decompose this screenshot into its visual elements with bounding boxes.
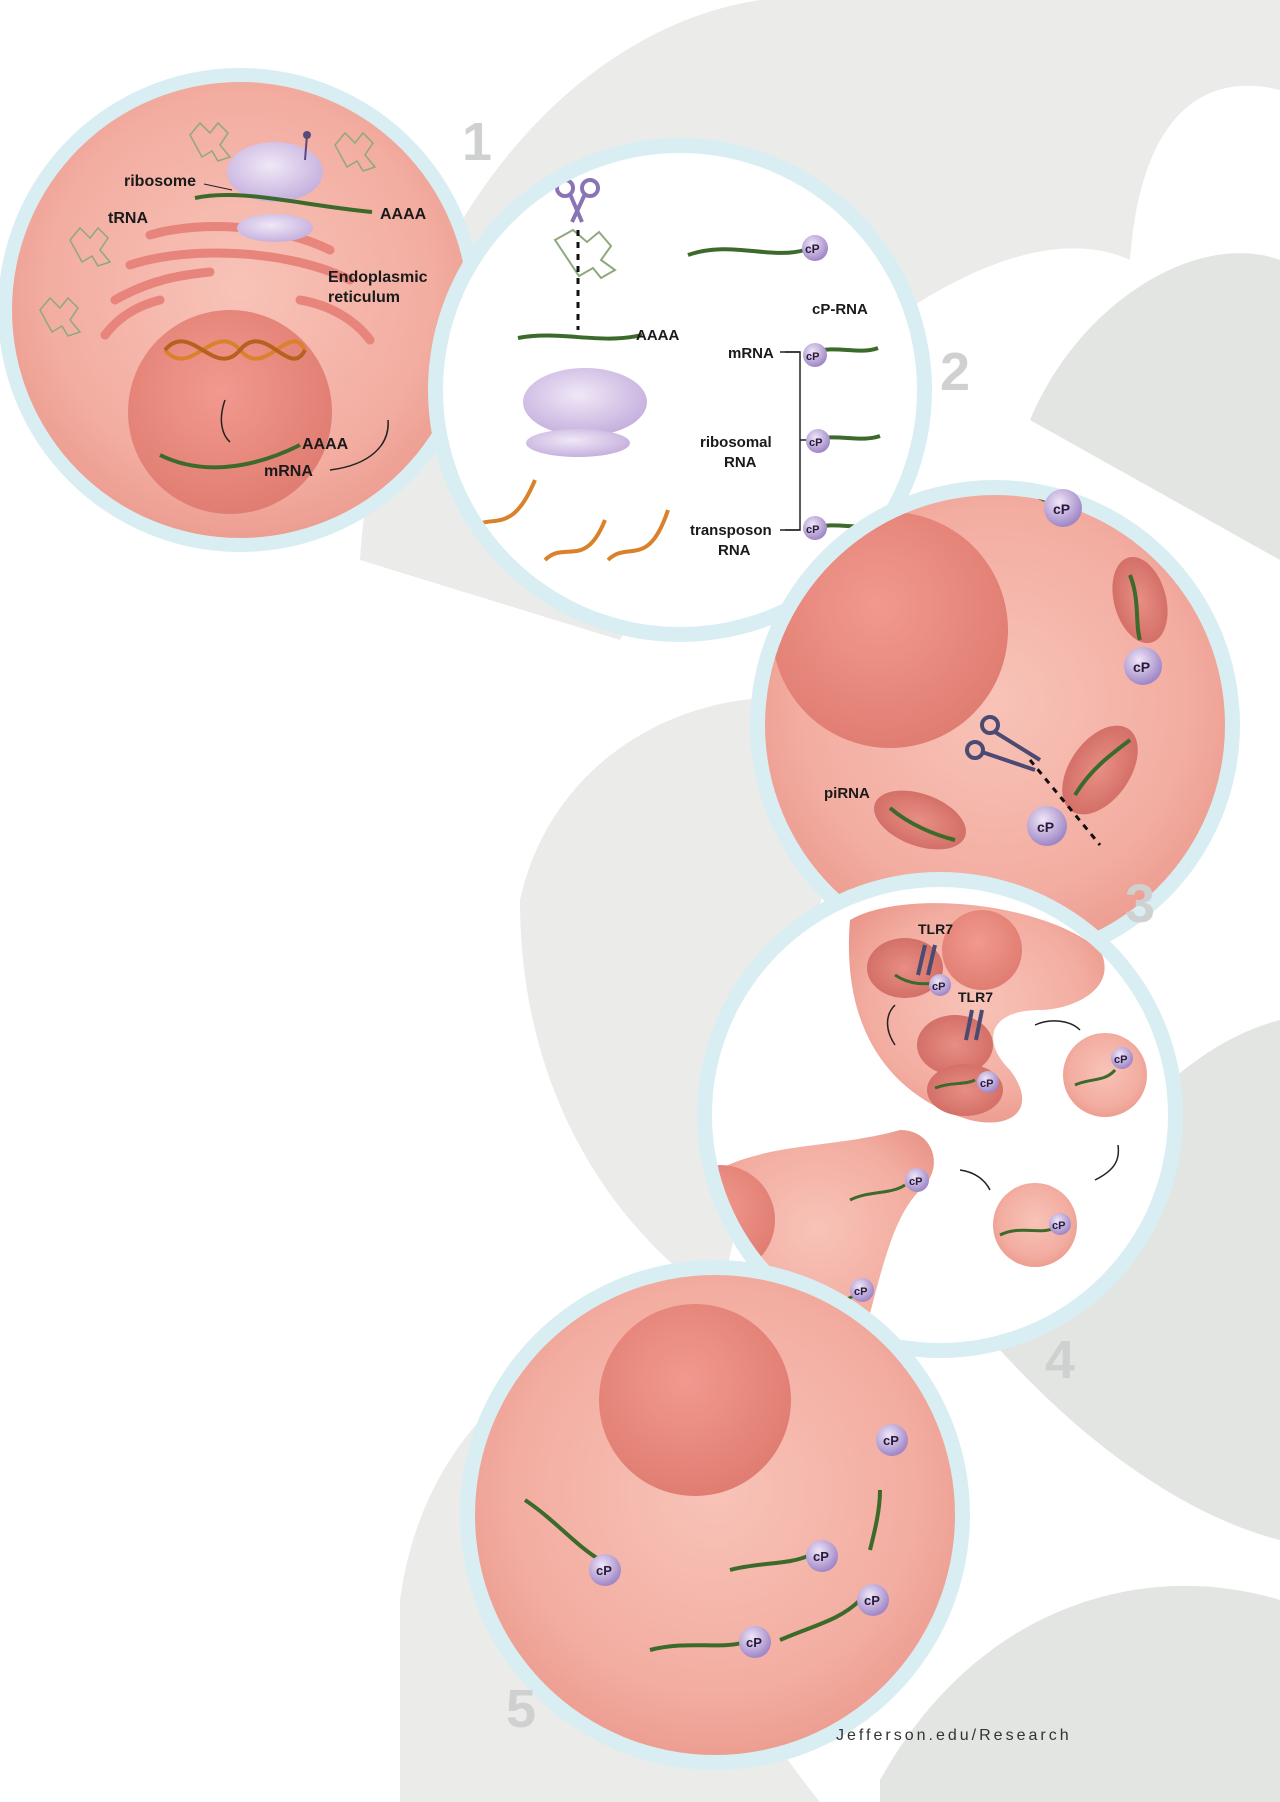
label-ribosome: ribosome [124, 173, 196, 190]
svg-text:cP: cP [806, 351, 819, 363]
footer-url: Jefferson.edu/Research [836, 1727, 1072, 1744]
rna-strand [517, 333, 643, 341]
nucleus [942, 910, 1022, 990]
svg-text:cP: cP [596, 1563, 612, 1578]
rna-strand [1073, 738, 1132, 797]
svg-text:cP: cP [883, 1433, 899, 1448]
label-aaaa-top: AAAA [380, 206, 427, 223]
svg-text:cP: cP [909, 1176, 922, 1188]
cp-badge: cP [977, 1071, 999, 1093]
cp-badge: cP [806, 429, 830, 453]
svg-text:cP: cP [806, 524, 819, 536]
arrow-icon [220, 399, 231, 443]
panel-number-1: 1 [462, 112, 492, 172]
cp-badge: cP [803, 516, 827, 540]
label-trna: tRNA [108, 210, 148, 227]
cp-badge: cP [1124, 647, 1162, 685]
ribosome-small-subunit [526, 429, 630, 457]
rna-strands [523, 1489, 882, 1652]
trna-icon [553, 228, 617, 280]
label-transposon-line1: transposon [690, 522, 772, 539]
cp-badge: cP [1111, 1047, 1133, 1069]
ribosome-icon [523, 368, 647, 436]
label-pirna: piRNA [824, 785, 870, 802]
svg-text:cP: cP [1053, 501, 1070, 517]
panel-4-tlr7-signaling: cP cP cP cP cP cP TLR7 TLR7 4 [697, 872, 1183, 1390]
cp-badge: cP [739, 1626, 771, 1658]
svg-text:cP: cP [1133, 659, 1150, 675]
nucleus [772, 512, 1008, 748]
label-er-line2: reticulum [328, 289, 400, 306]
rna-strand [888, 806, 956, 842]
rna-strand [1128, 574, 1142, 641]
svg-text:cP: cP [1052, 1220, 1065, 1232]
label-mrna: mRNA [728, 345, 774, 362]
label-cp-rna: cP-RNA [812, 301, 868, 318]
svg-text:cP: cP [854, 1286, 867, 1298]
cp-badge: cP [876, 1424, 908, 1456]
tlr7-receptor-icon [916, 944, 984, 1041]
scissors-icon [965, 715, 1042, 772]
arrow-icon [1034, 1020, 1081, 1031]
vesicle [1063, 1033, 1147, 1117]
panel-number-4: 4 [1045, 1330, 1075, 1390]
ribosome-icon [227, 131, 323, 242]
svg-text:cP: cP [864, 1593, 880, 1608]
label-ribosomal-line2: RNA [724, 454, 757, 471]
label-transposon-line2: RNA [718, 542, 751, 559]
cp-badge: cP [850, 1278, 874, 1302]
label-tlr7-b: TLR7 [958, 989, 993, 1005]
panel-number-2: 2 [940, 342, 970, 402]
svg-text:cP: cP [809, 437, 822, 449]
nucleus [599, 1304, 791, 1496]
cp-badge: cP [1049, 1213, 1071, 1235]
endosome [917, 1015, 993, 1075]
label-ribosomal-line1: ribosomal [700, 434, 772, 451]
cp-badge: cP [1044, 489, 1082, 527]
mrna-strand-bottom [159, 443, 301, 470]
arrow-icon [886, 1004, 896, 1046]
panel-number-3: 3 [1125, 874, 1155, 934]
mrna-strand-top [194, 192, 373, 214]
svg-text:cP: cP [1037, 819, 1054, 835]
cp-badge: cP [806, 1540, 838, 1572]
panel-2-rna-cleavage: cP cP cP cP AAAA cP-RNA mRNA ribosomal R… [428, 138, 970, 642]
label-aaaa-bottom: AAAA [302, 436, 349, 453]
panel-3-pirna-processing: cP cP cP piRNA 3 [750, 480, 1240, 970]
rna-strand [934, 1078, 976, 1090]
svg-text:cP: cP [805, 242, 820, 256]
svg-text:cP: cP [813, 1549, 829, 1564]
svg-text:cP: cP [980, 1078, 993, 1090]
label-er-line1: Endoplasmic [328, 269, 428, 286]
cp-badge: cP [857, 1584, 889, 1616]
cp-badge: cP [802, 235, 828, 261]
label-aaaa: AAAA [636, 327, 679, 344]
svg-text:cP: cP [1114, 1054, 1127, 1066]
label-tlr7-a: TLR7 [918, 921, 953, 937]
arrow-icon [959, 1169, 991, 1191]
arrow-icon [1094, 1144, 1120, 1181]
svg-text:cP: cP [932, 981, 945, 993]
trna-icon [39, 121, 377, 337]
rna-strand [849, 1183, 906, 1202]
label-mrna: mRNA [264, 463, 313, 480]
cp-badge: cP [929, 974, 951, 996]
svg-text:cP: cP [746, 1635, 762, 1650]
arrow-icon [329, 419, 389, 471]
rna-strand [687, 247, 806, 257]
dna-helix-icon [163, 339, 307, 361]
cp-badge: cP [905, 1168, 929, 1192]
rna-strand [1074, 1068, 1117, 1087]
panel-number-5: 5 [506, 1679, 536, 1739]
cp-badge: cP [589, 1554, 621, 1586]
vesicle [993, 1183, 1077, 1267]
panel-5-cell: cP cP cP cP cP 5 [460, 1260, 970, 1770]
panel-1-translation: ribosome tRNA AAAA Endoplasmic reticulum… [0, 68, 492, 552]
cp-badge: cP [803, 343, 827, 367]
cp-badge: cP [1027, 806, 1067, 846]
